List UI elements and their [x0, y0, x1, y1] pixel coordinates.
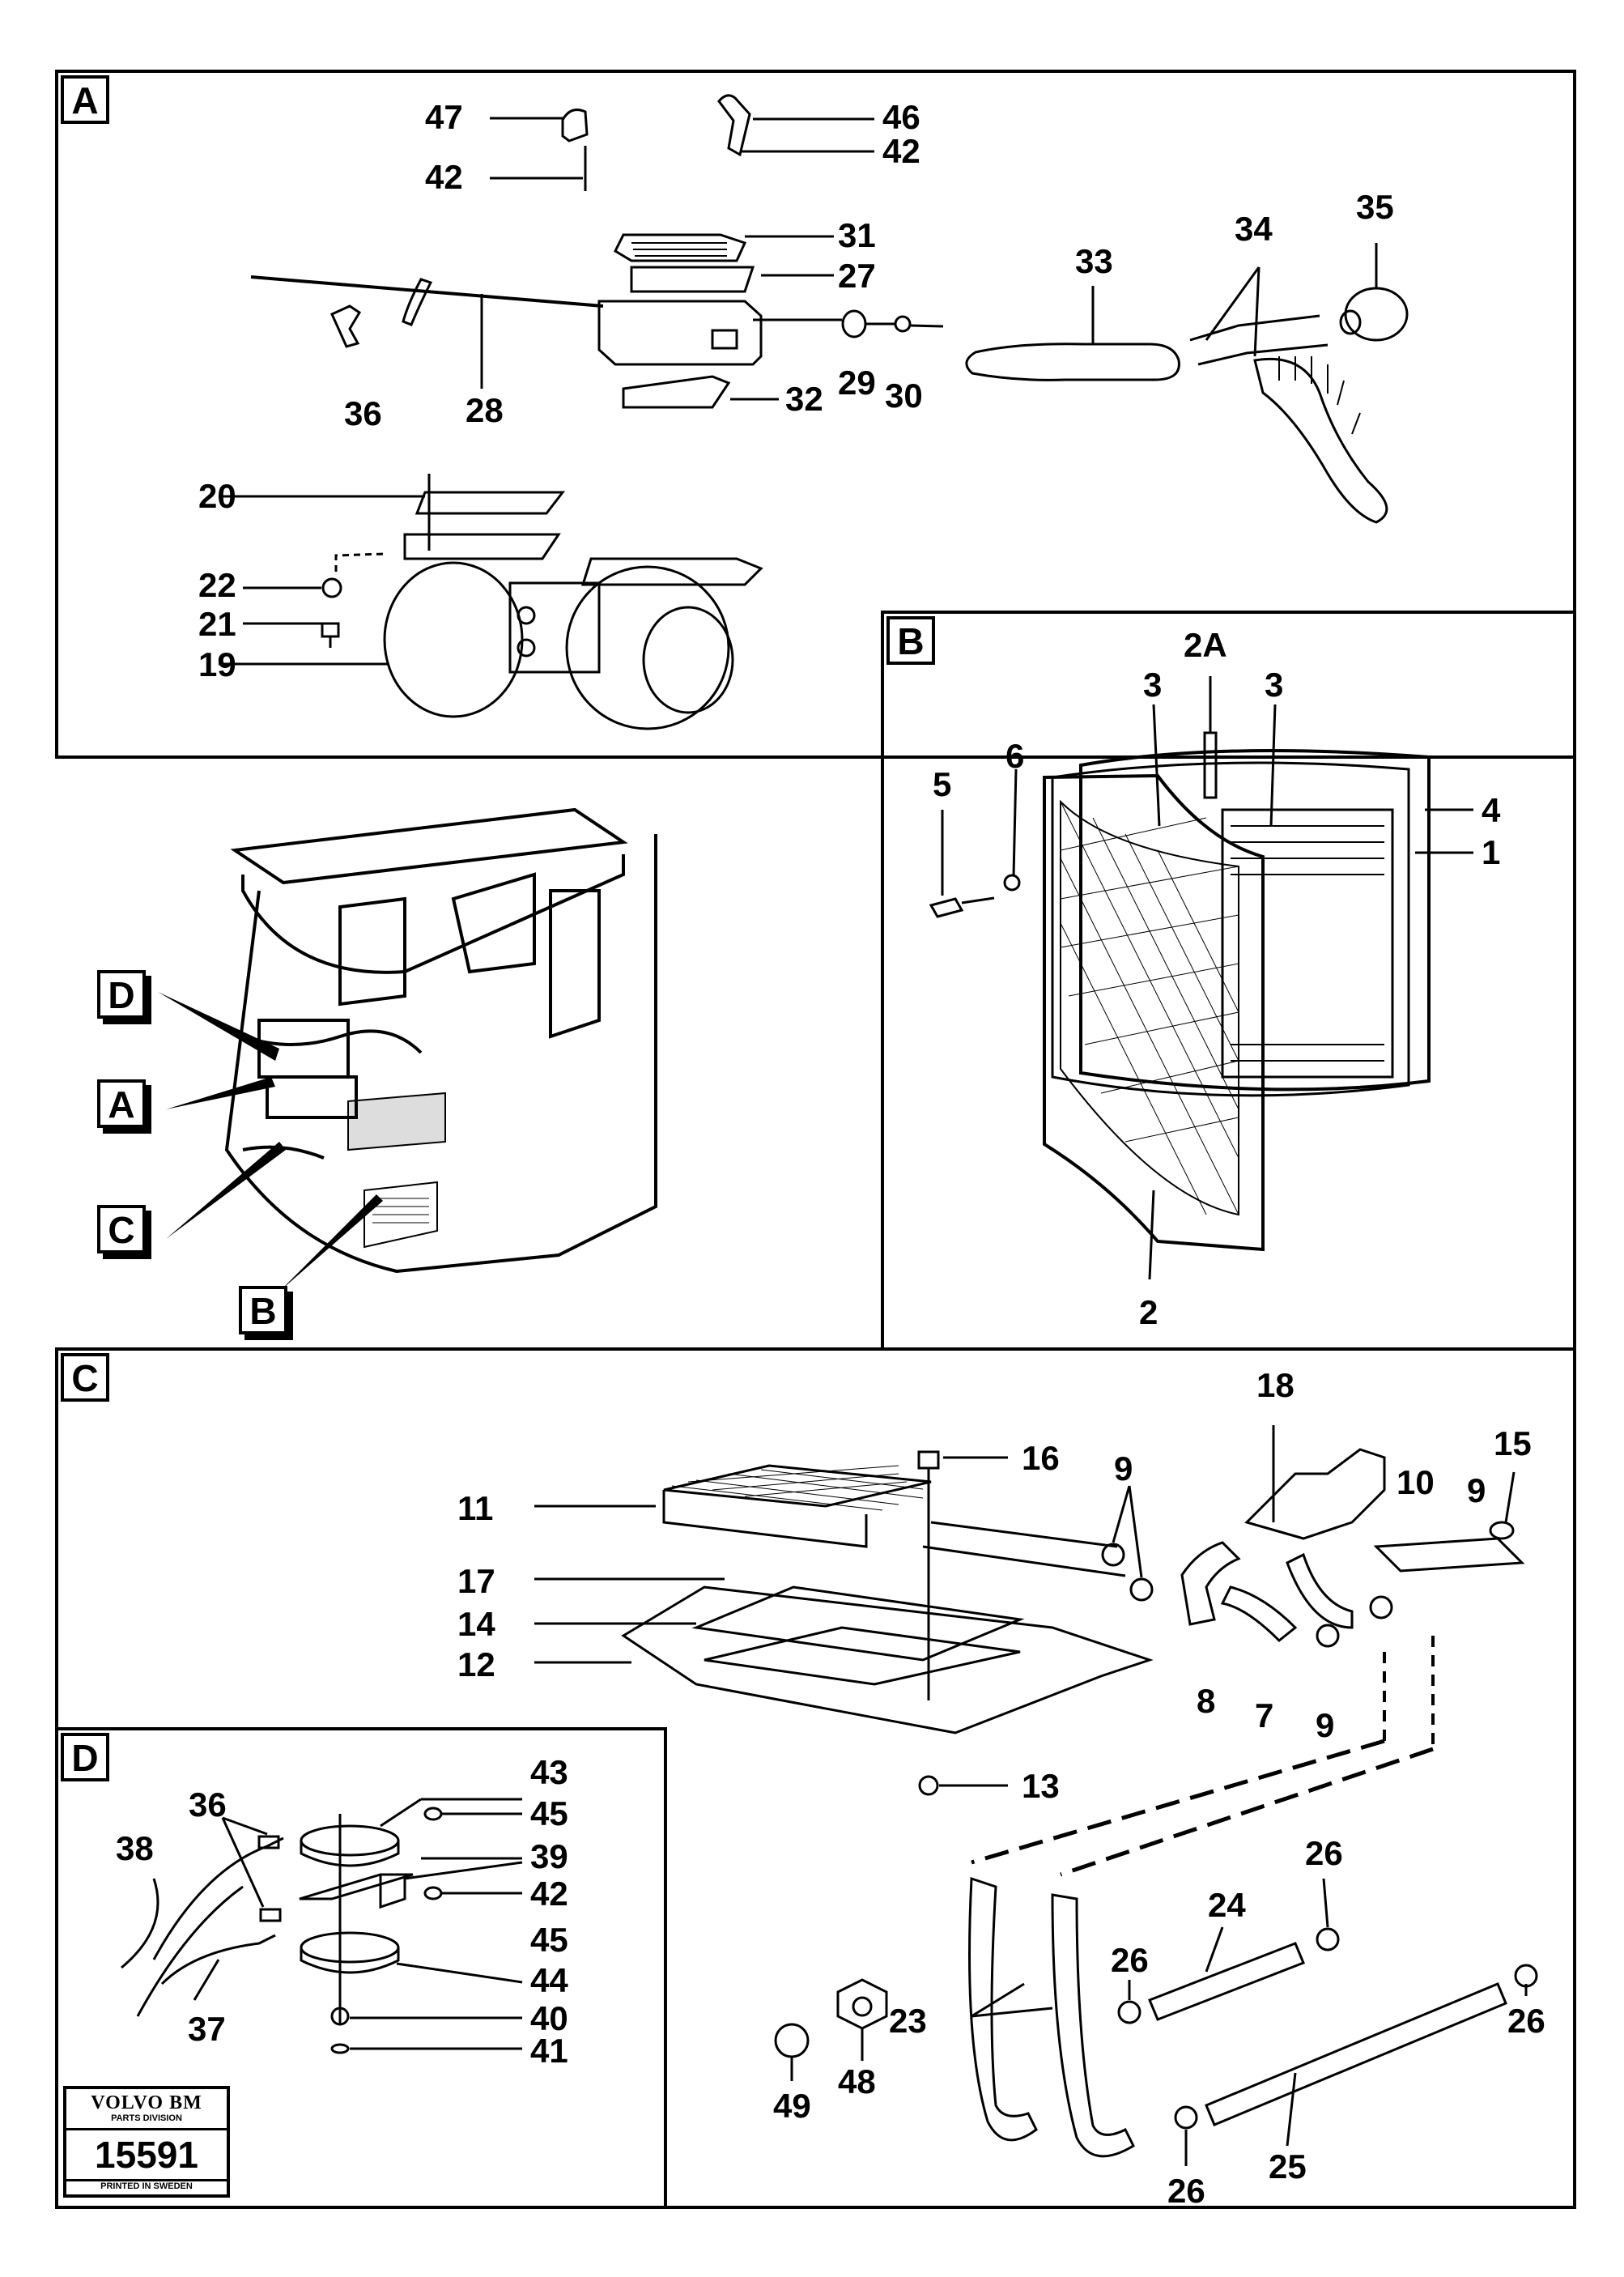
part-label: 26 — [1305, 1834, 1343, 1872]
part-label: 14 — [457, 1605, 495, 1643]
part-label: 33 — [1075, 242, 1113, 280]
part-label: 27 — [838, 257, 876, 295]
part-label: 49 — [773, 2087, 811, 2125]
part-label: 10 — [1397, 1463, 1435, 1501]
part-label: 9 — [1316, 1706, 1335, 1744]
part-label: 38 — [116, 1829, 154, 1867]
part-label: 2A — [1184, 626, 1227, 664]
part-label: 9 — [1114, 1449, 1133, 1487]
overview-cab-drawing — [224, 807, 657, 1274]
part-label: 18 — [1256, 1366, 1295, 1404]
part-label: 42 — [425, 158, 463, 196]
part-label: 3 — [1143, 666, 1163, 704]
part-label: 48 — [838, 2062, 876, 2100]
panel-d-frame — [55, 1727, 667, 2209]
part-label: 1 — [1482, 833, 1501, 871]
part-label: 25 — [1269, 2147, 1307, 2185]
overview-callout-d: D — [97, 970, 146, 1019]
part-label: 29 — [838, 364, 876, 402]
part-label: 36 — [189, 1785, 227, 1824]
overview-callout-a: A — [97, 1079, 146, 1128]
part-label: 12 — [457, 1645, 495, 1683]
part-label: 34 — [1235, 210, 1273, 248]
part-label: 15 — [1494, 1424, 1532, 1462]
part-label: 41 — [530, 2032, 568, 2070]
part-label: 46 — [882, 98, 920, 136]
part-label: 42 — [530, 1875, 568, 1913]
part-label: 31 — [838, 216, 876, 254]
part-label: 23 — [889, 2002, 927, 2040]
panel-a-parts — [219, 94, 1409, 730]
part-label: 35 — [1356, 188, 1394, 226]
part-label: 28 — [466, 391, 504, 429]
part-label: 45 — [530, 1921, 568, 1959]
part-label: 44 — [530, 1961, 568, 1999]
plate-printed: PRINTED IN SWEDEN — [100, 2181, 193, 2191]
part-label: 7 — [1255, 1696, 1274, 1734]
panel-d-parts — [121, 1798, 523, 2054]
part-label: 3 — [1265, 666, 1284, 704]
part-label: 2 — [1139, 1293, 1158, 1331]
overview-callout-wedges — [158, 992, 383, 1292]
part-label: 13 — [1022, 1767, 1060, 1805]
panel-c-parts — [534, 1425, 1538, 2166]
panel-a-frame — [55, 70, 1576, 759]
plate-division: PARTS DIVISION — [111, 2113, 182, 2123]
panel-a-tag: A — [61, 75, 109, 124]
part-label: 16 — [1022, 1439, 1060, 1477]
part-label: 6 — [1005, 737, 1025, 775]
part-label: 9 — [1467, 1471, 1486, 1509]
part-label: 24 — [1208, 1886, 1246, 1924]
part-label: 30 — [885, 377, 923, 415]
part-label: 20 — [198, 477, 236, 515]
panel-b-parts — [929, 676, 1473, 1280]
part-label: 26 — [1507, 2002, 1545, 2040]
part-label: 8 — [1197, 1682, 1216, 1720]
part-label: 26 — [1111, 1941, 1149, 1979]
part-label: 26 — [1167, 2172, 1205, 2210]
part-label: 39 — [530, 1837, 568, 1875]
panel-d-tag: D — [61, 1733, 109, 1781]
part-label: 42 — [882, 132, 920, 170]
part-label: 45 — [530, 1794, 568, 1832]
part-label: 43 — [530, 1753, 568, 1791]
part-label: 17 — [457, 1562, 495, 1600]
part-label: 32 — [785, 380, 823, 418]
catalog-plate: VOLVO BM PARTS DIVISION 15591 PRINTED IN… — [63, 2086, 230, 2198]
part-label: 47 — [425, 98, 463, 136]
plate-number: 15591 — [66, 2128, 227, 2181]
panel-b-tag: B — [886, 616, 935, 665]
part-label: 40 — [530, 1999, 568, 2037]
panel-b-frame — [881, 611, 1576, 1351]
part-label: 19 — [198, 645, 236, 683]
part-label: 11 — [457, 1489, 494, 1527]
part-label: 22 — [198, 566, 236, 604]
part-label: 21 — [198, 605, 236, 643]
part-label: 36 — [344, 394, 382, 432]
part-label: 37 — [188, 2010, 226, 2048]
plate-brand: VOLVO BM — [91, 2092, 202, 2113]
part-label: 4 — [1482, 791, 1501, 829]
overview-callout-b: B — [239, 1286, 287, 1334]
panel-c-tag: C — [61, 1353, 109, 1402]
part-label: 5 — [933, 765, 952, 803]
overview-callout-c: C — [97, 1205, 146, 1253]
